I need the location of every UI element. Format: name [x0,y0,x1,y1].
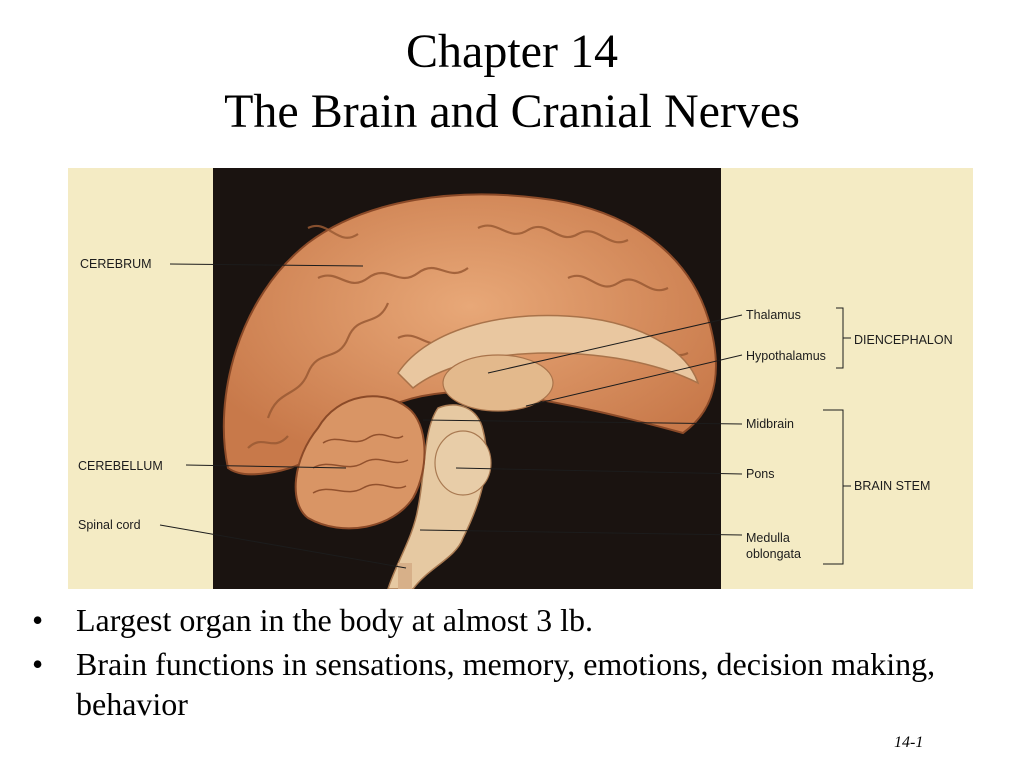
bullet-item: • Largest organ in the body at almost 3 … [32,600,1012,640]
diencephalon-bracket [836,307,851,369]
label-midbrain: Midbrain [746,417,794,431]
brain-sagittal-figure: CEREBRUM CEREBELLUM Spinal cord Thalamus… [68,168,973,589]
title-line-1: Chapter 14 [406,25,618,78]
leader-lines [159,263,851,569]
hypothalamus-leader [525,354,743,407]
bullet-symbol: • [32,646,44,682]
spinal-cord-shape [398,563,412,589]
label-brain-stem: BRAIN STEM [854,479,930,493]
pons-shape [434,430,492,496]
brain-illustration: CEREBRUM CEREBELLUM Spinal cord Thalamus… [78,168,953,589]
brain-stem-bracket [823,409,851,565]
bullet-symbol: • [32,602,44,638]
cerebellum-leader [185,464,347,469]
cerebrum-leader [169,263,364,267]
medulla-leader [419,529,743,536]
spinal-cord-leader [159,524,407,569]
label-pons: Pons [746,467,775,481]
label-diencephalon: DIENCEPHALON [854,333,953,347]
bullet-list: • Largest organ in the body at almost 3 … [32,600,1012,728]
label-cerebrum: CEREBRUM [80,257,152,271]
label-thalamus: Thalamus [746,308,801,322]
bullet-item: • Brain functions in sensations, memory,… [32,644,1012,724]
label-medulla-line-1: Medulla [746,531,790,545]
label-hypothalamus: Hypothalamus [746,349,826,363]
title-line-2: The Brain and Cranial Nerves [224,85,800,138]
pons-leader [455,467,743,475]
thalamus-shape [442,354,554,412]
label-medulla-line-2: oblongata [746,547,801,561]
slide-title: Chapter 14 The Brain and Cranial Nerves [0,22,1024,142]
thalamus-leader [487,314,743,374]
midbrain-leader [422,419,743,425]
label-cerebellum: CEREBELLUM [78,459,163,473]
cerebellum-folia [312,433,409,494]
cerebellum-shape [294,395,426,530]
label-spinal-cord: Spinal cord [78,518,141,532]
bullet-text: Brain functions in sensations, memory, e… [76,646,936,722]
page-number: 14-1 [894,734,924,751]
bullet-text: Largest organ in the body at almost 3 lb… [76,602,593,638]
